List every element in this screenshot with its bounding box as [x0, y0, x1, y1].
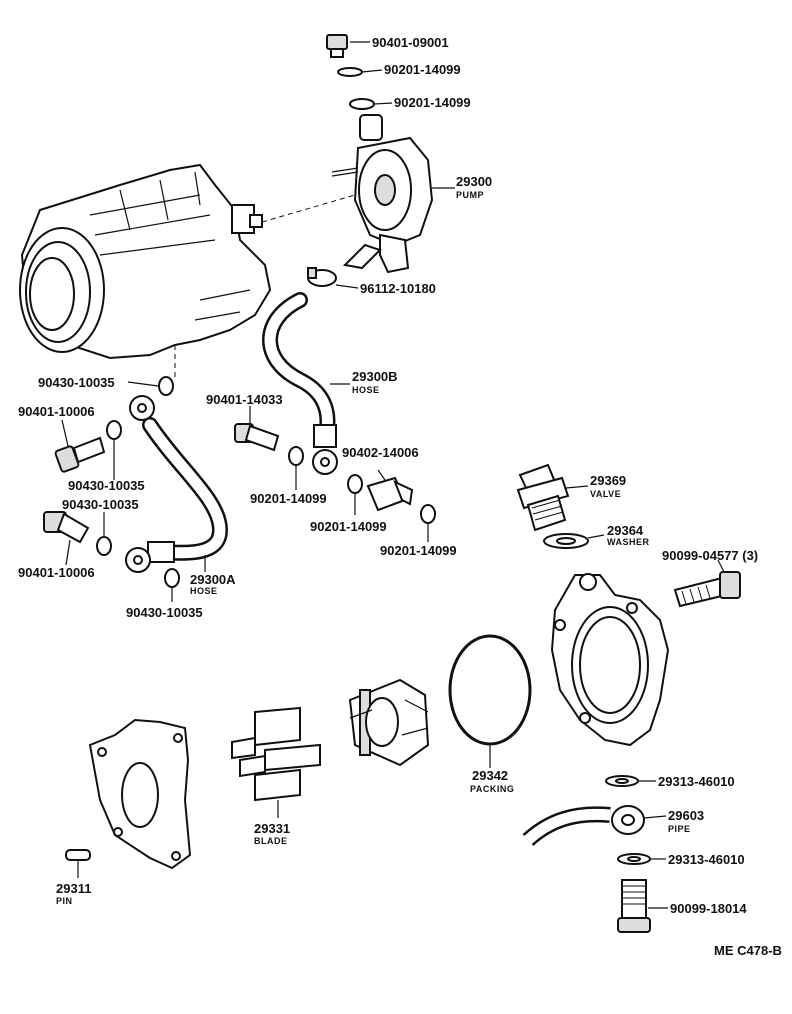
label-90201-14099-e: 90201-14099: [380, 543, 457, 558]
washer-90201-14099-a: [337, 67, 383, 77]
washer-29364: [543, 533, 605, 549]
pin-29311: [65, 849, 91, 878]
label-90201-14099-d: 90201-14099: [310, 519, 387, 534]
label-90201-14099-c: 90201-14099: [250, 491, 327, 506]
clamp-96112-10180: [307, 267, 359, 289]
label-29369: 29369: [590, 473, 626, 488]
label-29313-46010-a: 29313-46010: [658, 774, 735, 789]
valve-29369: [516, 463, 589, 532]
packing-29342: [448, 634, 532, 768]
label-29300A: 29300A: [190, 572, 236, 587]
label-90430-10035-b: 90430-10035: [68, 478, 145, 493]
label-29311-name: PIN: [56, 896, 73, 906]
diagram-code: ME C478-B: [714, 943, 782, 958]
label-90430-10035-d: 90430-10035: [126, 605, 203, 620]
label-90201-14099-a: 90201-14099: [384, 62, 461, 77]
bolt-90401-10006-a: [54, 419, 106, 473]
bolt-90401-09001: [326, 34, 370, 58]
washer-90430-10035-b: [106, 420, 122, 480]
label-29300: 29300: [456, 174, 492, 189]
washer-90430-10035-a: [127, 376, 174, 396]
bolt-90401-14033: [234, 406, 280, 452]
label-90401-10006-b: 90401-10006: [18, 565, 95, 580]
washer-90430-10035-d: [164, 568, 180, 602]
pump-housing: [550, 573, 670, 747]
hose-29300B: [262, 292, 350, 475]
label-29603-name: PIPE: [668, 824, 691, 834]
washer-90201-14099-c: [288, 446, 304, 490]
label-90099-18014: 90099-18014: [670, 901, 747, 916]
alternator-illustration: [19, 163, 356, 378]
washer-90201-14099-d: [347, 474, 363, 515]
washer-29313-46010-a: [605, 775, 656, 787]
washer-90201-14099-e: [420, 504, 436, 542]
blades-29331: [231, 706, 321, 818]
label-29311: 29311: [56, 881, 91, 896]
washer-90430-10035-c: [96, 512, 112, 556]
label-29331: 29331: [254, 821, 290, 836]
label-29364: 29364: [607, 523, 644, 538]
bolt-90099-18014: [617, 879, 668, 933]
label-29364-name: WASHER: [607, 537, 650, 547]
label-29300A-name: HOSE: [190, 586, 218, 596]
label-90430-10035-a: 90430-10035: [38, 375, 115, 390]
label-90430-10035-c: 90430-10035: [62, 497, 139, 512]
label-29603: 29603: [668, 808, 704, 823]
bolt-90401-10006-b: [43, 511, 90, 566]
end-plate: [88, 718, 192, 870]
label-90401-14033: 90401-14033: [206, 392, 283, 407]
label-29342-name: PACKING: [470, 784, 514, 794]
label-29313-46010-b: 29313-46010: [668, 852, 745, 867]
label-29331-name: BLADE: [254, 836, 288, 846]
label-29300B: 29300B: [352, 369, 398, 384]
pipe-29603: [522, 805, 667, 847]
label-29300B-name: HOSE: [352, 385, 380, 395]
label-29342: 29342: [472, 768, 508, 783]
label-29369-name: VALVE: [590, 489, 621, 499]
label-90401-10006-a: 90401-10006: [18, 404, 95, 419]
label-96112-10180: 96112-10180: [360, 281, 436, 296]
union-90402-14006: [366, 469, 414, 512]
bolt-90099-04577: [673, 559, 741, 608]
label-90402-14006: 90402-14006: [342, 445, 419, 460]
label-29300-name: PUMP: [456, 190, 484, 200]
washer-29313-46010-b: [617, 853, 666, 865]
washer-90201-14099-b: [349, 98, 393, 110]
label-90099-04577: 90099-04577 (3): [662, 548, 758, 563]
vacuum-pump-29300: [331, 114, 455, 274]
label-90201-14099-b: 90201-14099: [394, 95, 471, 110]
rotor: [348, 678, 430, 767]
label-90401-09001: 90401-09001: [372, 35, 449, 50]
hose-29300A: [125, 395, 229, 573]
